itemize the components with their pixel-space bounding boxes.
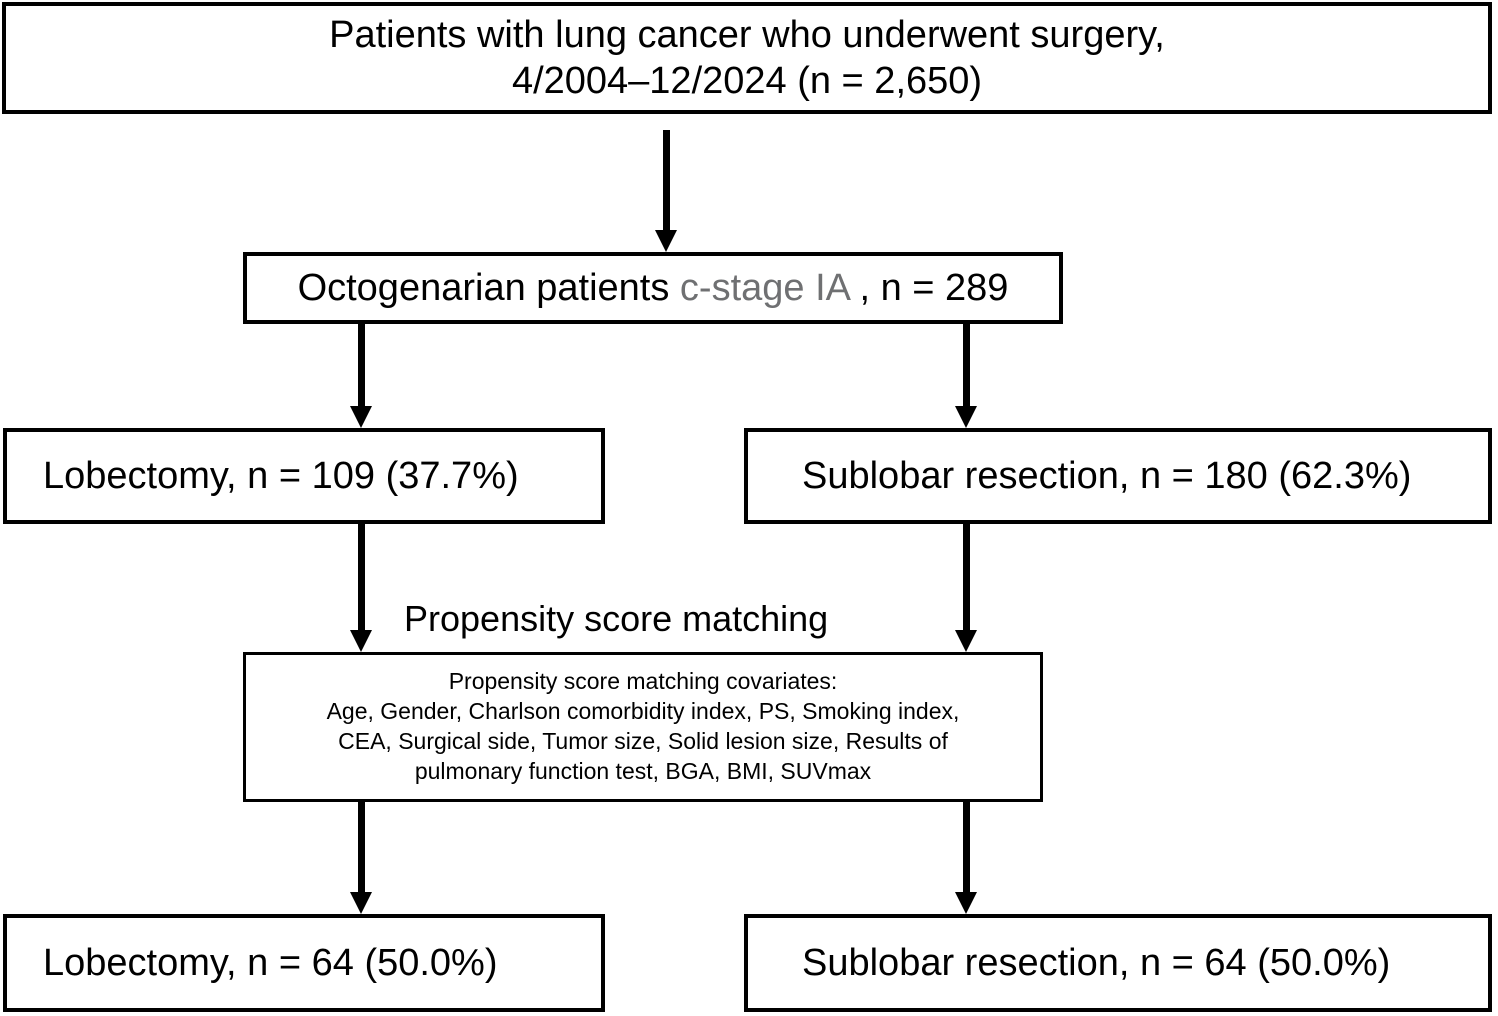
arrow-shaft	[357, 524, 365, 630]
box-lobectomy-matched: Lobectomy, n = 64 (50.0%)	[3, 914, 605, 1012]
arrow-shaft	[962, 322, 970, 406]
arrow-head-icon	[350, 630, 372, 652]
covariates-line-3: pulmonary function test, BGA, BMI, SUVma…	[414, 757, 872, 784]
covariates-line-2: CEA, Surgical side, Tumor size, Solid le…	[338, 728, 948, 754]
arrow-head-icon	[350, 892, 372, 914]
covariates-line-1: Age, Gender, Charlson comorbidity index,…	[326, 698, 960, 725]
arrow-shaft	[357, 322, 365, 406]
box-propensity-covariates-text: Propensity score matching covariates: Ag…	[246, 667, 1040, 787]
arrow-shaft	[962, 800, 970, 892]
label-propensity-score-matching: Propensity score matching	[404, 598, 829, 639]
box-sublobar-matched-text: Sublobar resection, n = 64 (50.0%)	[802, 941, 1391, 984]
box-octogenarian-text: Octogenarian patients c-stage IA , n = 2…	[247, 265, 1059, 311]
arrow-shaft	[662, 130, 670, 230]
arrow-shaft	[357, 800, 365, 892]
box-lobectomy-matched-text: Lobectomy, n = 64 (50.0%)	[43, 941, 498, 984]
arrow-head-icon	[655, 230, 677, 252]
arrow-head-icon	[955, 630, 977, 652]
cohort-line-2: 4/2004–12/2024 (n = 2,650)	[511, 60, 983, 102]
arrow-head-icon	[955, 406, 977, 428]
box-sublobar-matched: Sublobar resection, n = 64 (50.0%)	[744, 914, 1492, 1012]
octogenarian-prefix: Octogenarian patients	[297, 266, 680, 309]
box-total-cohort-text: Patients with lung cancer who underwent …	[6, 12, 1488, 105]
box-sublobar-unmatched-text: Sublobar resection, n = 180 (62.3%)	[802, 454, 1412, 497]
arrow-head-icon	[350, 406, 372, 428]
box-lobectomy-unmatched-text: Lobectomy, n = 109 (37.7%)	[43, 454, 519, 497]
octogenarian-suffix: , n = 289	[848, 266, 1009, 309]
box-lobectomy-unmatched: Lobectomy, n = 109 (37.7%)	[3, 428, 605, 524]
box-propensity-covariates: Propensity score matching covariates: Ag…	[243, 652, 1043, 802]
cohort-line-1: Patients with lung cancer who underwent …	[329, 13, 1165, 56]
box-total-cohort: Patients with lung cancer who underwent …	[2, 2, 1492, 114]
box-octogenarian-stage-ia: Octogenarian patients c-stage IA , n = 2…	[243, 252, 1063, 324]
octogenarian-stage: c-stage IA	[679, 266, 849, 309]
arrow-shaft	[962, 524, 970, 630]
covariates-heading: Propensity score matching covariates:	[448, 668, 838, 695]
arrow-head-icon	[955, 892, 977, 914]
box-sublobar-unmatched: Sublobar resection, n = 180 (62.3%)	[744, 428, 1492, 524]
